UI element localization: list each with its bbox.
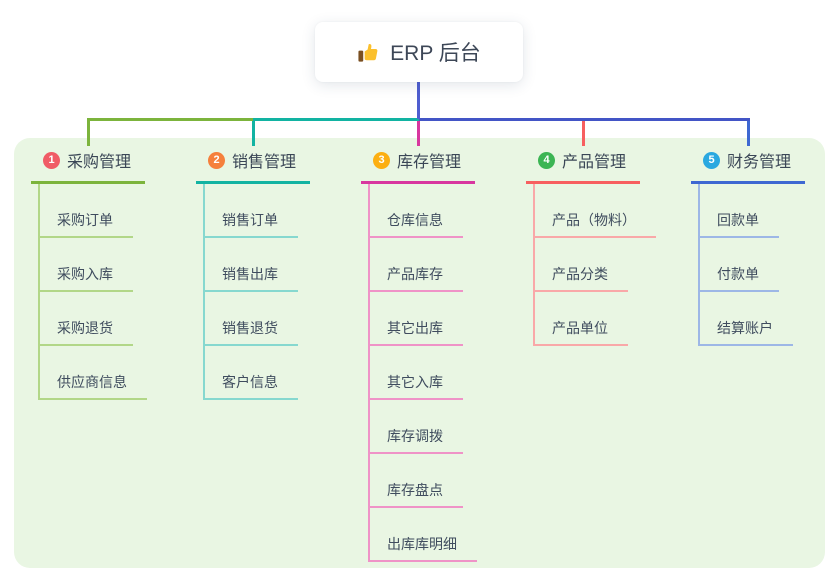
root-label: ERP 后台 bbox=[390, 42, 481, 65]
branch-4-label: 产品管理 bbox=[562, 154, 627, 171]
badge-2: 2 bbox=[208, 151, 225, 169]
child-label: 产品分类 bbox=[535, 264, 628, 292]
child-label: 销售订单 bbox=[205, 210, 298, 238]
branches-panel bbox=[14, 138, 825, 568]
child-label: 出库库明细 bbox=[370, 534, 477, 562]
node-child[interactable]: 其它入库 bbox=[370, 346, 475, 400]
node-child[interactable]: 销售退货 bbox=[205, 292, 310, 346]
node-child[interactable]: 产品分类 bbox=[535, 238, 640, 292]
branch-2-label: 销售管理 bbox=[232, 154, 297, 171]
node-child[interactable]: 产品（物料） bbox=[535, 184, 656, 238]
connector-bus-left-teal bbox=[253, 118, 419, 121]
child-label: 产品（物料） bbox=[535, 210, 656, 238]
child-label: 其它出库 bbox=[370, 318, 463, 346]
child-label: 回款单 bbox=[700, 210, 779, 238]
node-branch-1[interactable]: 1 采购管理 bbox=[31, 148, 145, 184]
branch-3: 3 库存管理 仓库信息 产品库存 其它出库 其它入库 库存调拨 库存盘点 出库库… bbox=[361, 148, 477, 562]
connector-root-line bbox=[417, 82, 420, 119]
child-label: 客户信息 bbox=[205, 372, 298, 400]
node-child[interactable]: 采购入库 bbox=[40, 238, 145, 292]
node-child[interactable]: 客户信息 bbox=[205, 346, 310, 400]
node-branch-5[interactable]: 5 财务管理 bbox=[691, 148, 805, 184]
badge-4: 4 bbox=[538, 151, 555, 169]
node-child[interactable]: 产品库存 bbox=[370, 238, 475, 292]
badge-5: 5 bbox=[703, 151, 720, 169]
node-child[interactable]: 库存调拨 bbox=[370, 400, 475, 454]
node-child[interactable]: 销售订单 bbox=[205, 184, 310, 238]
node-child[interactable]: 供应商信息 bbox=[40, 346, 147, 400]
child-label: 采购订单 bbox=[40, 210, 133, 238]
child-label: 结算账户 bbox=[700, 318, 793, 346]
connector-drop-branch-2 bbox=[252, 118, 255, 146]
connector-drop-branch-4 bbox=[582, 118, 585, 146]
branch-3-children: 仓库信息 产品库存 其它出库 其它入库 库存调拨 库存盘点 出库库明细 bbox=[368, 184, 477, 562]
child-label: 销售出库 bbox=[205, 264, 298, 292]
child-label: 库存盘点 bbox=[370, 480, 463, 508]
branch-2-children: 销售订单 销售出库 销售退货 客户信息 bbox=[203, 184, 310, 400]
node-child[interactable]: 结算账户 bbox=[700, 292, 805, 346]
child-label: 销售退货 bbox=[205, 318, 298, 346]
node-branch-2[interactable]: 2 销售管理 bbox=[196, 148, 310, 184]
child-label: 采购入库 bbox=[40, 264, 133, 292]
thumbs-up-icon bbox=[357, 41, 380, 64]
branch-3-label: 库存管理 bbox=[397, 154, 462, 171]
node-child[interactable]: 出库库明细 bbox=[370, 508, 477, 562]
child-label: 供应商信息 bbox=[40, 372, 147, 400]
branch-5: 5 财务管理 回款单 付款单 结算账户 bbox=[691, 148, 805, 346]
node-child[interactable]: 回款单 bbox=[700, 184, 805, 238]
node-child[interactable]: 采购退货 bbox=[40, 292, 145, 346]
child-label: 产品库存 bbox=[370, 264, 463, 292]
child-label: 其它入库 bbox=[370, 372, 463, 400]
badge-1: 1 bbox=[43, 151, 60, 169]
branch-5-children: 回款单 付款单 结算账户 bbox=[698, 184, 805, 346]
connector-bus-left-green bbox=[87, 118, 253, 121]
connector-drop-branch-3 bbox=[417, 118, 420, 146]
node-root[interactable]: ERP 后台 bbox=[315, 22, 523, 82]
node-child[interactable]: 仓库信息 bbox=[370, 184, 475, 238]
node-branch-3[interactable]: 3 库存管理 bbox=[361, 148, 475, 184]
branch-1-label: 采购管理 bbox=[67, 154, 132, 171]
child-label: 产品单位 bbox=[535, 318, 628, 346]
badge-3: 3 bbox=[373, 151, 390, 169]
node-branch-4[interactable]: 4 产品管理 bbox=[526, 148, 640, 184]
connector-drop-branch-1 bbox=[87, 118, 90, 146]
connector-drop-branch-5 bbox=[747, 118, 750, 146]
connector-bus-right-blue bbox=[419, 118, 750, 121]
branch-4: 4 产品管理 产品（物料） 产品分类 产品单位 bbox=[526, 148, 656, 346]
child-label: 付款单 bbox=[700, 264, 779, 292]
branch-1-children: 采购订单 采购入库 采购退货 供应商信息 bbox=[38, 184, 147, 400]
node-child[interactable]: 付款单 bbox=[700, 238, 805, 292]
node-child[interactable]: 采购订单 bbox=[40, 184, 145, 238]
node-child[interactable]: 产品单位 bbox=[535, 292, 640, 346]
node-child[interactable]: 销售出库 bbox=[205, 238, 310, 292]
child-label: 采购退货 bbox=[40, 318, 133, 346]
branch-4-children: 产品（物料） 产品分类 产品单位 bbox=[533, 184, 656, 346]
branch-2: 2 销售管理 销售订单 销售出库 销售退货 客户信息 bbox=[196, 148, 310, 400]
child-label: 库存调拨 bbox=[370, 426, 463, 454]
branch-5-label: 财务管理 bbox=[727, 154, 792, 171]
node-child[interactable]: 其它出库 bbox=[370, 292, 475, 346]
child-label: 仓库信息 bbox=[370, 210, 463, 238]
node-child[interactable]: 库存盘点 bbox=[370, 454, 475, 508]
branch-1: 1 采购管理 采购订单 采购入库 采购退货 供应商信息 bbox=[31, 148, 147, 400]
